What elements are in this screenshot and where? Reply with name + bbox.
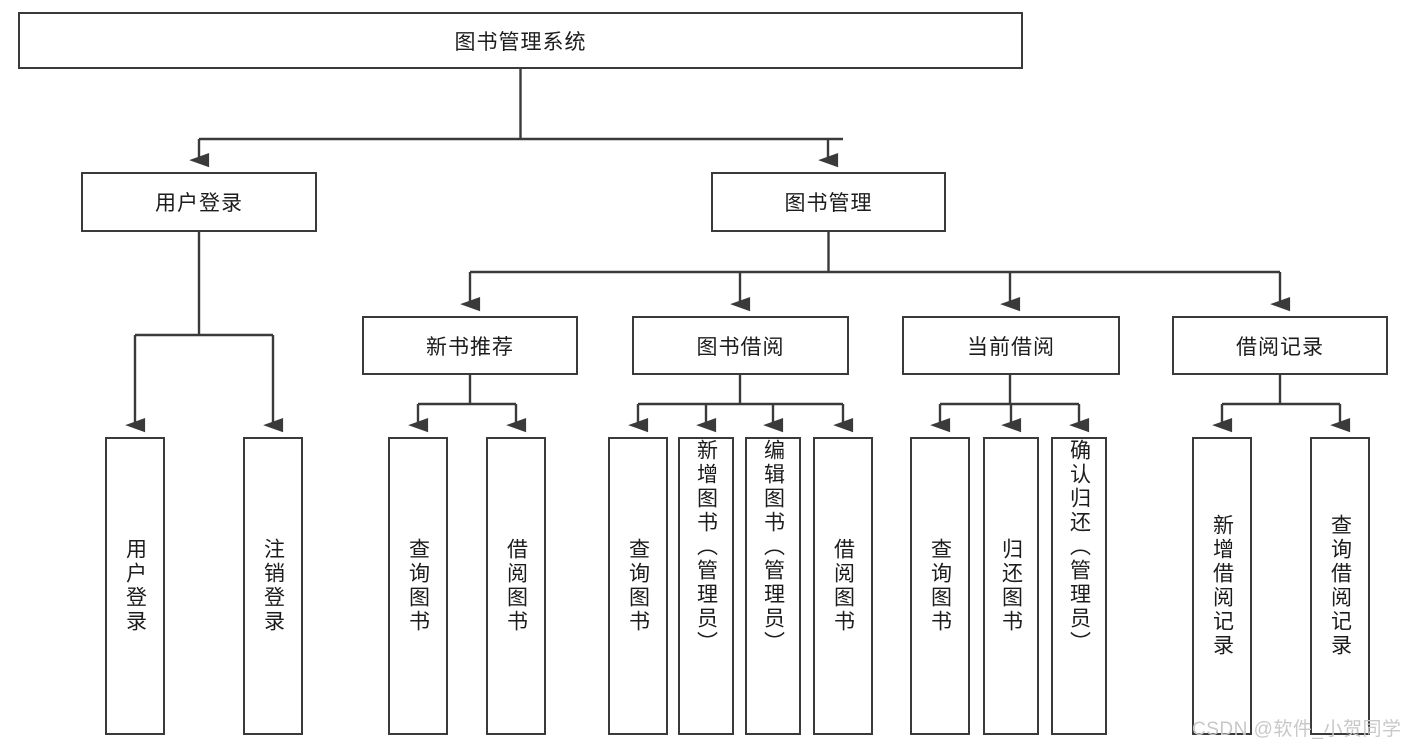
node-label: 查询借阅记录	[1328, 514, 1352, 658]
leaf-confirm-return-admin[interactable]: 确认归还（管理员）	[1051, 437, 1107, 735]
node-label: 查询图书	[626, 538, 650, 634]
node-user-login[interactable]: 用户登录	[81, 172, 317, 232]
node-root-system[interactable]: 图书管理系统	[18, 12, 1023, 69]
node-label: 借阅记录	[1236, 335, 1324, 359]
node-label: 新增借阅记录	[1210, 514, 1234, 658]
node-label: 当前借阅	[967, 335, 1055, 359]
leaf-query-book-current[interactable]: 查询图书	[910, 437, 970, 735]
leaf-logout[interactable]: 注销登录	[243, 437, 303, 735]
node-label: 图书管理系统	[454, 30, 587, 54]
leaf-add-book-admin[interactable]: 新增图书（管理员）	[678, 437, 734, 735]
node-label: 查询图书	[928, 538, 952, 634]
leaf-borrow-book-recommend[interactable]: 借阅图书	[486, 437, 546, 735]
node-book-borrow[interactable]: 图书借阅	[632, 316, 849, 375]
leaf-query-book-recommend[interactable]: 查询图书	[388, 437, 448, 735]
node-label: 归还图书	[999, 538, 1023, 634]
node-label: 编辑图书（管理员）	[761, 439, 785, 655]
node-current-borrow[interactable]: 当前借阅	[902, 316, 1120, 375]
node-borrow-record[interactable]: 借阅记录	[1172, 316, 1388, 375]
node-label: 新书推荐	[426, 335, 514, 359]
node-label: 用户登录	[123, 538, 147, 634]
leaf-return-book[interactable]: 归还图书	[983, 437, 1039, 735]
node-label: 借阅图书	[831, 538, 855, 634]
csdn-watermark: CSDN @软件_小贺同学	[1192, 719, 1402, 740]
leaf-query-borrow-record[interactable]: 查询借阅记录	[1310, 437, 1370, 735]
leaf-query-book-borrow[interactable]: 查询图书	[608, 437, 668, 735]
node-new-book-recommend[interactable]: 新书推荐	[362, 316, 578, 375]
leaf-edit-book-admin[interactable]: 编辑图书（管理员）	[745, 437, 801, 735]
node-label: 查询图书	[406, 538, 430, 634]
node-label: 图书管理	[784, 192, 873, 215]
node-label: 借阅图书	[504, 538, 528, 634]
node-label: 确认归还（管理员）	[1067, 439, 1091, 655]
node-book-manage[interactable]: 图书管理	[711, 172, 946, 232]
node-label: 图书借阅	[696, 335, 785, 359]
node-label: 用户登录	[155, 192, 243, 215]
node-label: 新增图书（管理员）	[694, 439, 718, 655]
leaf-borrow-book-borrow[interactable]: 借阅图书	[813, 437, 873, 735]
node-label: 注销登录	[261, 538, 285, 634]
leaf-user-login[interactable]: 用户登录	[105, 437, 165, 735]
leaf-add-borrow-record[interactable]: 新增借阅记录	[1192, 437, 1252, 735]
